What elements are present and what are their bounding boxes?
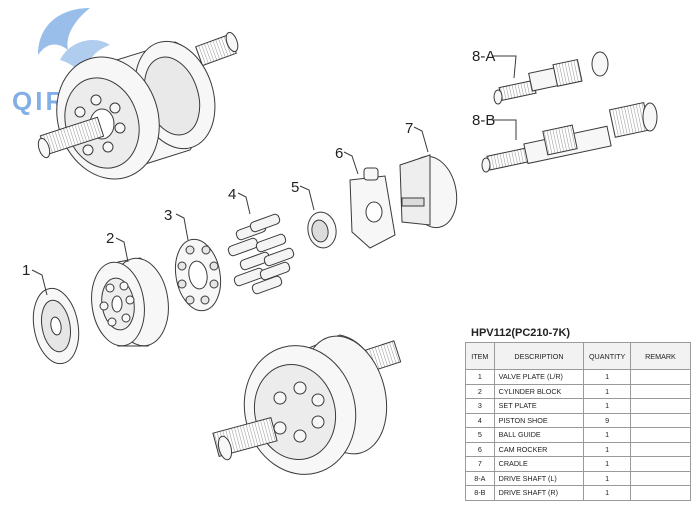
cell-quantity: 1 [583, 369, 631, 385]
cam-rocker-drawing [349, 167, 396, 249]
cell-remark [629, 470, 692, 486]
cell-quantity: 1 [583, 470, 631, 486]
assembled-pump-top [37, 31, 239, 180]
cell-remark [629, 456, 692, 472]
piston-shoes-drawing [227, 213, 295, 295]
cell-remark [629, 441, 692, 457]
cell-remark [629, 485, 692, 501]
drive-shaft-right-drawing [481, 101, 658, 173]
table-row: 3 SET PLATE 1 [465, 398, 692, 414]
callout-8a: 8-A [472, 48, 495, 65]
cell-remark [629, 427, 692, 443]
table-row: 8-B DRIVE SHAFT (R) 1 [465, 485, 692, 501]
cell-item: 8-A [465, 470, 495, 486]
cell-description: DRIVE SHAFT (L) [493, 470, 585, 486]
cell-description: CRADLE [493, 456, 585, 472]
cell-description: CAM ROCKER [493, 441, 585, 457]
callout-lines [31, 55, 517, 296]
parts-table-title: HPV112(PC210-7K) [471, 327, 571, 339]
cell-description: CYLINDER BLOCK [493, 383, 585, 399]
drive-shaft-left-drawing [493, 51, 609, 105]
header-item: ITEM [465, 342, 495, 370]
callout-labels: 1 2 3 4 5 6 7 8-A 8-B [22, 48, 495, 279]
header-quantity: QUANTITY [583, 342, 631, 370]
callout-2: 2 [106, 230, 114, 247]
cell-description: DRIVE SHAFT (R) [493, 485, 585, 501]
table-row: 8-A DRIVE SHAFT (L) 1 [465, 470, 692, 486]
table-header-row: ITEM DESCRIPTION QUANTITY REMARK [465, 342, 692, 370]
callout-1: 1 [22, 262, 30, 279]
callout-3: 3 [164, 207, 172, 224]
set-plate-drawing [174, 238, 222, 312]
cylinder-block-drawing [91, 257, 169, 347]
cell-item: 7 [465, 456, 495, 472]
header-description: DESCRIPTION [493, 342, 585, 370]
cell-remark [629, 398, 692, 414]
table-row: 1 VALVE PLATE (L/R) 1 [465, 369, 692, 385]
cell-description: VALVE PLATE (L/R) [493, 369, 585, 385]
header-remark: REMARK [629, 342, 692, 370]
cell-quantity: 1 [583, 456, 631, 472]
cell-description: SET PLATE [493, 398, 585, 414]
valve-plate-drawing [32, 287, 80, 365]
table-row: 5 BALL GUIDE 1 [465, 427, 692, 443]
cell-quantity: 1 [583, 441, 631, 457]
cell-quantity: 1 [583, 398, 631, 414]
cell-item: 1 [465, 369, 495, 385]
cell-item: 6 [465, 441, 495, 457]
cell-item: 5 [465, 427, 495, 443]
parts-table: ITEM DESCRIPTION QUANTITY REMARK 1 VALVE… [465, 342, 692, 501]
assembled-pump-bottom [212, 334, 402, 475]
cell-item: 3 [465, 398, 495, 414]
table-row: 7 CRADLE 1 [465, 456, 692, 472]
cell-remark [629, 383, 692, 399]
cell-description: BALL GUIDE [493, 427, 585, 443]
cell-description: PISTON SHOE [493, 412, 585, 428]
ball-guide-drawing [307, 211, 337, 249]
table-row: 4 PISTON SHOE 9 [465, 412, 692, 428]
cell-item: 2 [465, 383, 495, 399]
cradle-drawing [399, 154, 458, 229]
callout-7: 7 [405, 120, 413, 137]
callout-4: 4 [228, 186, 236, 203]
cell-item: 8-B [465, 485, 495, 501]
cell-quantity: 9 [583, 412, 631, 428]
cell-quantity: 1 [583, 485, 631, 501]
cell-remark [629, 412, 692, 428]
callout-5: 5 [291, 179, 299, 196]
table-row: 2 CYLINDER BLOCK 1 [465, 383, 692, 399]
table-row: 6 CAM ROCKER 1 [465, 441, 692, 457]
cell-quantity: 1 [583, 427, 631, 443]
callout-6: 6 [335, 145, 343, 162]
callout-8b: 8-B [472, 112, 495, 129]
cell-item: 4 [465, 412, 495, 428]
cell-quantity: 1 [583, 383, 631, 399]
cell-remark [629, 369, 692, 385]
